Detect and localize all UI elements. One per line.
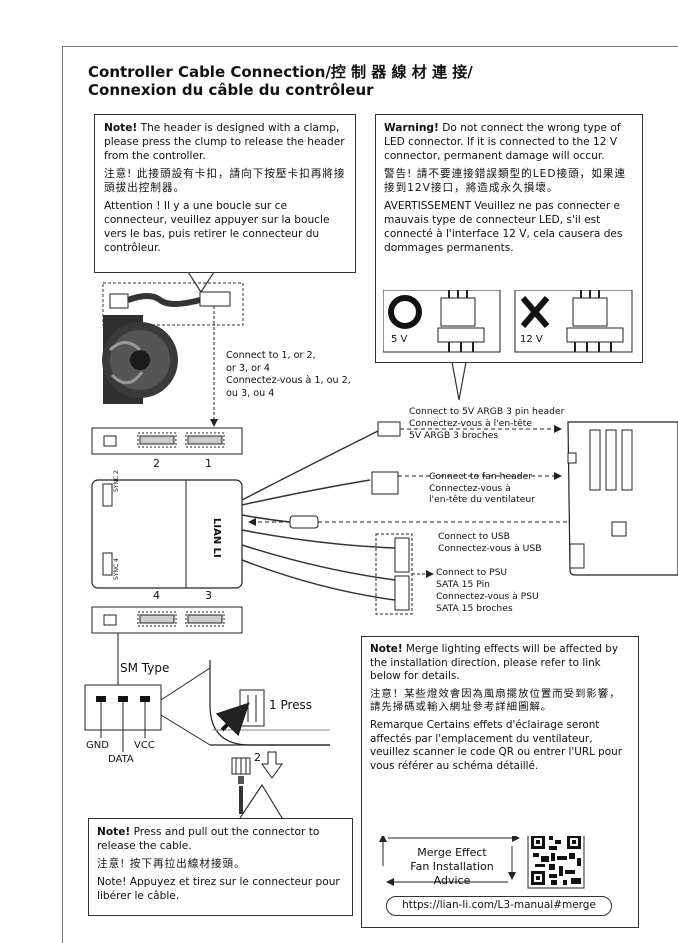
psu-line-4: SATA 15 broches [436, 603, 513, 614]
fan-header-label: Connect to fan header Connectez-vous à l… [429, 471, 535, 506]
title-line-1: Controller Cable Connection/控 制 器 線 材 連 … [88, 63, 473, 81]
voltage-compare [383, 290, 633, 353]
connect-ports-label: Connect to 1, or 2, or 3, or 4 Connectez… [226, 350, 351, 400]
motherboard [567, 421, 678, 576]
usb-label: Connect to USB Connectez-vous à USB [438, 531, 542, 555]
fan-cable [126, 293, 201, 307]
sata-plug-2 [394, 575, 410, 611]
argb-plug [377, 421, 401, 437]
title-line-2: Connexion du câble du contrôleur [88, 81, 374, 99]
connect-ports-line-3: Connectez-vous à 1, ou 2, [226, 375, 351, 386]
port-number-3: 3 [205, 589, 212, 602]
psu-line-2: SATA 15 Pin [436, 579, 491, 590]
merge-advice-line-2: Fan Installation [410, 860, 494, 873]
fan-header-line-2: Connectez-vous à [429, 482, 511, 494]
fan-header-line-1: Connect to fan header [429, 471, 533, 482]
warning-prefix: Warning! [384, 122, 439, 134]
warning-fr: AVERTISSEMENT Veuillez ne pas connecter … [384, 200, 623, 254]
qr-code [527, 831, 585, 889]
note-clamp-en: The header is designed with a clamp, ple… [104, 122, 345, 162]
fan-plug-right [199, 291, 231, 307]
note-pull-en: Press and pull out the connector to rele… [97, 826, 320, 852]
sata-plug-1 [394, 537, 410, 573]
psu-line-1: Connect to PSU [436, 567, 508, 578]
merge-advice-label: Merge Effect Fan Installation Advice [396, 846, 508, 888]
port-number-2: 2 [153, 457, 160, 470]
note-clamp-zh: 注意! 此接頭設有卡扣，請向下按壓卡扣再將接頭拔出控制器。 [104, 168, 346, 194]
connect-ports-line-1: Connect to 1, or 2, [226, 350, 316, 361]
ok-5v-label: 5 V [391, 334, 408, 345]
fan-header-plug [371, 471, 399, 495]
sync2-label: SYNC 2 [113, 470, 120, 492]
usb-cable [241, 514, 291, 523]
fan-connector-zoom-box [102, 282, 244, 326]
ok-circle-icon [388, 295, 422, 329]
note-pull-zh: 注意! 按下再拉出線材接頭。 [97, 858, 246, 870]
note-pull-pointer [238, 783, 284, 819]
gnd-label: GND [86, 740, 109, 751]
warning-pointer [451, 361, 467, 401]
usb-line-2: Connectez-vous à USB [438, 543, 542, 554]
warning-en: Do not connect the wrong type of LED con… [384, 122, 621, 162]
note-merge-zh: 注意！某些燈效會因為風扇擺放位置而受到影響，請先掃碼或輸入網址參考詳細圖解。 [370, 687, 621, 714]
note-merge-fr: Remarque Certains effets d'éclairage ser… [370, 718, 622, 772]
bad-12v-label: 12 V [520, 334, 543, 345]
brand-logo: LIAN LI [211, 518, 222, 558]
step-2-label: 2 [254, 751, 261, 764]
note-pull-box: Note! Press and pull out the connector t… [88, 818, 353, 916]
merge-advice-line-1: Merge Effect [417, 846, 487, 859]
argb-line-3: 5V ARGB 3 broches [409, 430, 499, 441]
press-arrow [215, 702, 250, 737]
sm-type-label: SM Type [120, 661, 170, 675]
argb-line-2: Connectez-vous à l'en-tête [409, 418, 533, 429]
note-merge-box-bottom [361, 836, 639, 928]
merge-advice-line-3: Advice [433, 874, 471, 887]
argb-line-1: Connect to 5V ARGB 3 pin header [409, 406, 565, 417]
page-frame-top [62, 46, 678, 47]
page-frame-left [62, 46, 63, 943]
connect-ports-line-2: or 3, or 4 [226, 362, 271, 374]
fan-header-line-3: l'en-tête du ventilateur [429, 494, 535, 505]
connect-ports-line-4: ou 3, ou 4 [226, 387, 275, 399]
vcc-label: VCC [134, 740, 155, 751]
merge-url-link[interactable]: https://lian-li.com/L3-manual#merge [386, 896, 612, 916]
note-clamp-box: Note! The header is designed with a clam… [94, 114, 356, 273]
controller-bottom-strip [91, 606, 243, 634]
note-clamp-fr: Attention ! Il y a une boucle sur ce con… [104, 200, 330, 254]
note-clamp-pointer [186, 271, 216, 294]
note-clamp-prefix: Note! [104, 122, 138, 134]
note-merge-prefix: Note! [370, 643, 403, 655]
argb-label: Connect to 5V ARGB 3 pin header Connecte… [409, 406, 564, 442]
argb-cable [241, 429, 381, 501]
usb-line-1: Connect to USB [438, 531, 510, 542]
cross-icon [520, 296, 550, 328]
sync4-label: SYNC 4 [113, 558, 120, 580]
warning-zh: 警告! 請不要連接錯誤類型的LED接頭，如果連接到12V接口，將造成永久損壞。 [384, 168, 627, 194]
port-number-1: 1 [205, 457, 212, 470]
psu-label: Connect to PSU SATA 15 Pin Connectez-vou… [436, 567, 539, 615]
note-pull-prefix: Note! [97, 826, 131, 838]
port-number-4: 4 [153, 589, 160, 602]
press-detail [209, 660, 330, 746]
page-title: Controller Cable Connection/控 制 器 線 材 連 … [88, 63, 473, 99]
fan-image [102, 285, 178, 404]
controller-top-strip [91, 427, 243, 455]
note-pull-fr: Note! Appuyez et tirez sur le connecteur… [97, 876, 340, 902]
controller-body [91, 479, 243, 589]
usb-plug [289, 515, 319, 529]
press-label: 1 Press [269, 698, 313, 712]
fan-plug-left [109, 293, 129, 309]
note-merge-box: Note! Merge lighting effects will be aff… [361, 636, 639, 836]
data-label: DATA [108, 754, 134, 765]
fan-header-cable [241, 479, 371, 506]
note-merge-en: Merge lighting effects will be affected … [370, 643, 618, 683]
pull-detail [231, 751, 283, 814]
psu-line-3: Connectez-vous à PSU [436, 591, 539, 602]
